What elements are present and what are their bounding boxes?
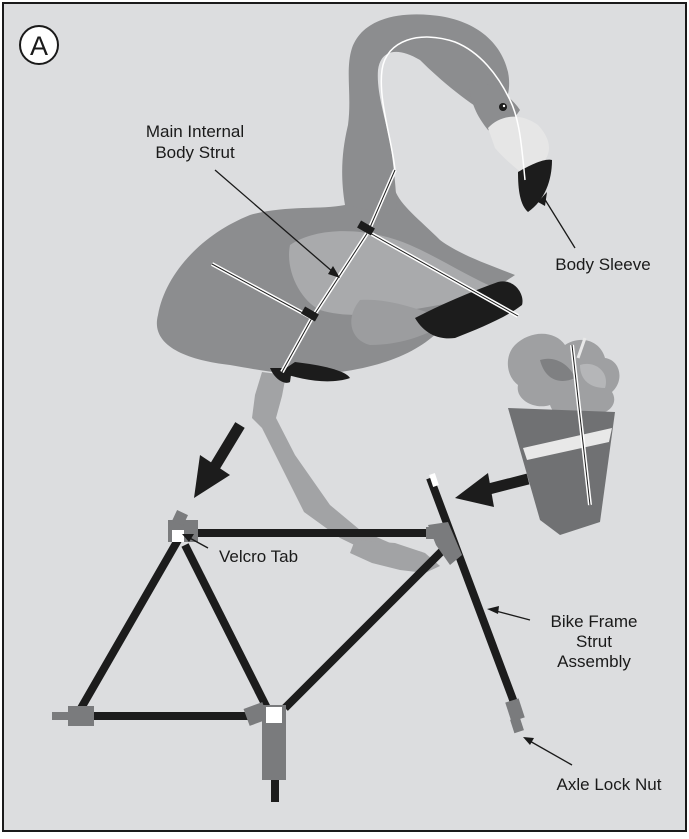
- label-velcro-tab: Velcro Tab: [219, 547, 298, 566]
- label-axle-lock-nut: Axle Lock Nut: [557, 775, 662, 794]
- panel-letter-badge: A: [20, 26, 58, 64]
- label-main-strut-line1: Main Internal: [146, 122, 244, 141]
- label-body-sleeve: Body Sleeve: [555, 255, 650, 274]
- label-bike-frame-line2: Strut: [576, 632, 612, 651]
- label-bike-frame-line1: Bike Frame: [551, 612, 638, 631]
- label-bike-frame-line3: Assembly: [557, 652, 631, 671]
- velcro-tab-bottom: [266, 707, 282, 723]
- label-main-strut-line2: Body Strut: [155, 143, 235, 162]
- connector-bottom-left: [68, 706, 94, 726]
- flamingo-eye: [499, 103, 507, 111]
- velcro-tab-top: [172, 530, 184, 542]
- panel-letter: A: [30, 31, 48, 61]
